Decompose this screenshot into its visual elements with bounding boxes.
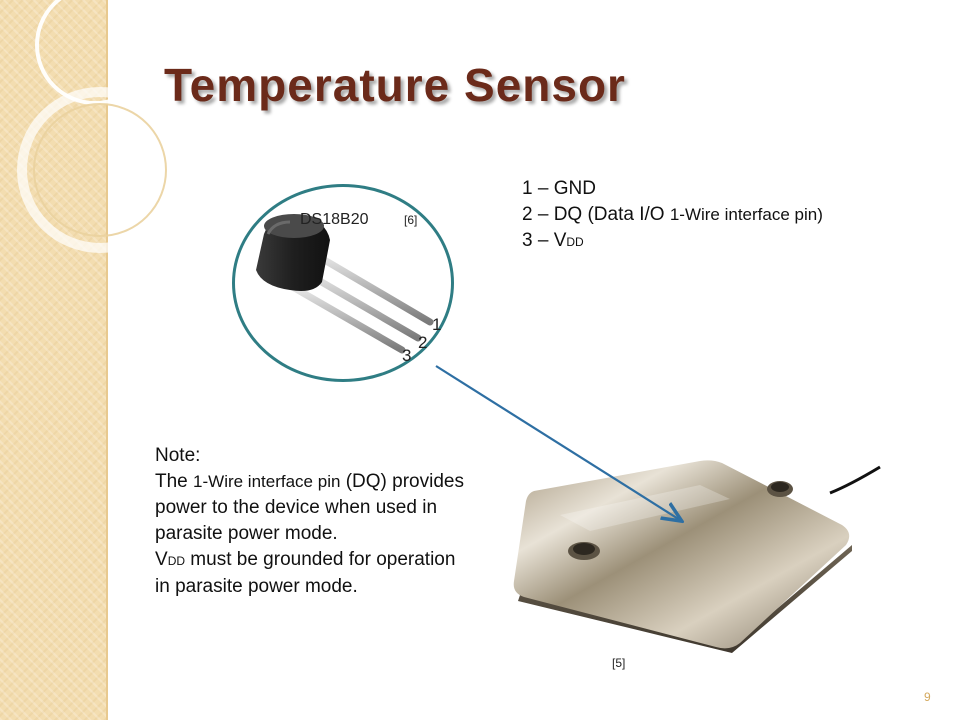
pinout-vdd-prefix: 3 – V — [522, 230, 567, 251]
pinout-dq: 2 – DQ (Data I/O 1-Wire interface pin) — [522, 202, 823, 228]
pinout-list: 1 – GND 2 – DQ (Data I/O 1-Wire interfac… — [522, 176, 823, 255]
note-p1-interface: 1-Wire interface pin — [193, 472, 341, 491]
pin-label-1: 1 — [432, 315, 442, 334]
note-heading: Note: — [155, 445, 201, 466]
pinout-dq-main: 2 – DQ (Data I/O — [522, 204, 670, 225]
page-number: 9 — [924, 690, 931, 704]
pinout-dq-detail: 1-Wire interface pin) — [669, 205, 823, 224]
sensor-plate-image — [513, 460, 881, 653]
pinout-vdd-subscript: DD — [566, 235, 584, 249]
page-title: Temperature Sensor — [164, 59, 626, 111]
part-label: DS18B20 — [300, 211, 369, 228]
note-p1-pre: The — [155, 471, 194, 492]
ds18b20-package-image — [256, 214, 434, 354]
pinout-vdd: 3 – VDD — [522, 228, 823, 255]
note-text: Note: The 1-Wire interface pin (DQ) prov… — [155, 443, 465, 600]
note-paragraph-2: VDD must be grounded for operation in pa… — [155, 547, 465, 600]
reference-6: [6] — [404, 213, 418, 227]
sidebar-edge — [106, 0, 108, 720]
note-p2-v: V — [155, 549, 168, 570]
pinout-gnd: 1 – GND — [522, 178, 596, 199]
note-p2-post: must be grounded for operation in parasi… — [155, 549, 456, 597]
pin-label-2: 2 — [418, 333, 428, 352]
sidebar-decoration — [0, 0, 106, 720]
decorative-rings — [17, 0, 183, 253]
reference-5: [5] — [612, 656, 626, 670]
note-p2-subscript: DD — [167, 554, 186, 568]
pin-label-3: 3 — [402, 346, 412, 365]
note-paragraph-1: The 1-Wire interface pin (DQ) provides p… — [155, 469, 465, 547]
note-p1-post: (DQ) provides power to the device when u… — [155, 471, 464, 544]
